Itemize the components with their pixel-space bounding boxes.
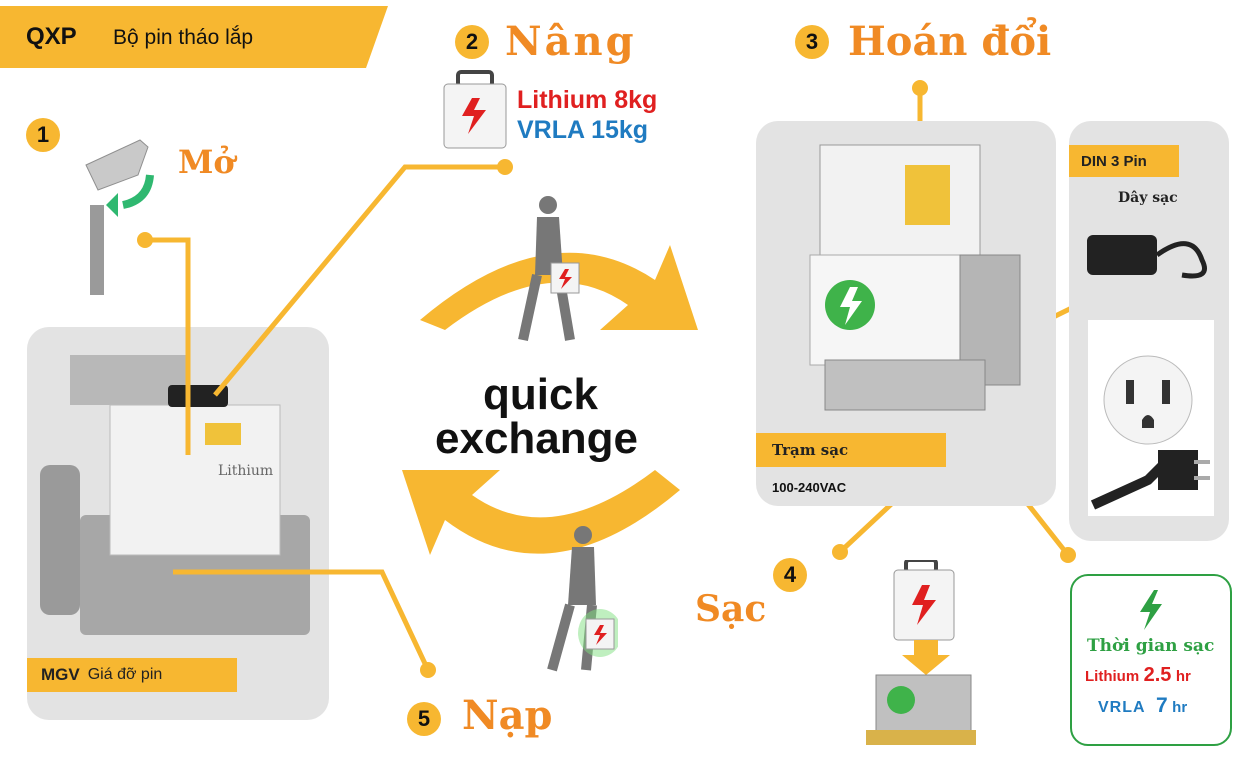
lithium-time-value: 2.5 [1143,664,1172,686]
din-tag: DIN 3 Pin [1069,145,1179,177]
charge-time-title: Thời gian sạc [1087,636,1215,656]
vrla-time: VRLA 7 hr [1098,694,1187,718]
charging-icon [866,558,986,750]
svg-text:Lithium: Lithium [218,463,273,479]
cable-label: Dây sạc [1118,190,1178,206]
lithium-time: Lithium 2.5 hr [1085,664,1191,687]
step-2-badge: 2 [455,25,489,59]
mgv-label: Giá đỡ pin [87,666,163,683]
step-5-badge: 5 [407,702,441,736]
lithium-time-name: Lithium [1085,668,1140,685]
wall-socket [1088,320,1214,516]
mgv-code: MGV [41,665,80,684]
battery-icon [440,70,510,150]
walker-top-icon [515,195,585,345]
center-line-2: exchange [435,414,638,463]
vrla-time-value: 7 [1156,694,1168,717]
weight-lithium: Lithium 8kg [517,86,658,114]
step-4-label: Sạc [695,588,767,630]
brand-label: QXP [26,23,77,50]
header-banner: QXP Bộ pin tháo lắp [0,6,388,68]
charger-icon [1082,220,1222,290]
station-voltage: 100-240VAC [772,480,847,495]
step-5-label: Nạp [462,692,553,739]
vrla-time-unit: hr [1172,699,1188,716]
exchange-arrows [400,190,700,610]
step-1-badge: 1 [26,118,60,152]
latch-icon [78,135,158,295]
step-2-label: Nâng [505,18,637,65]
bolt-icon [1136,590,1166,630]
center-line-1: quick [483,370,598,419]
station-tag: Trạm sạc [756,433,946,467]
lithium-time-unit: hr [1175,668,1191,685]
din-label: DIN 3 Pin [1081,152,1147,170]
mgv-photo: Lithium [40,335,325,665]
vrla-time-name: VRLA [1098,699,1146,716]
header-title: Bộ pin tháo lắp [113,26,254,49]
mgv-tag: MGV Giá đỡ pin [27,658,237,692]
weight-vrla: VRLA 15kg [517,116,649,144]
station-label: Trạm sạc [772,441,849,459]
step-3-badge: 3 [795,25,829,59]
station-photo [790,135,1040,425]
step-3-label: Hoán đổi [848,18,1052,65]
step-1-label: Mở [178,143,235,181]
step-4-badge: 4 [773,558,807,592]
walker-bottom-icon [538,525,622,675]
